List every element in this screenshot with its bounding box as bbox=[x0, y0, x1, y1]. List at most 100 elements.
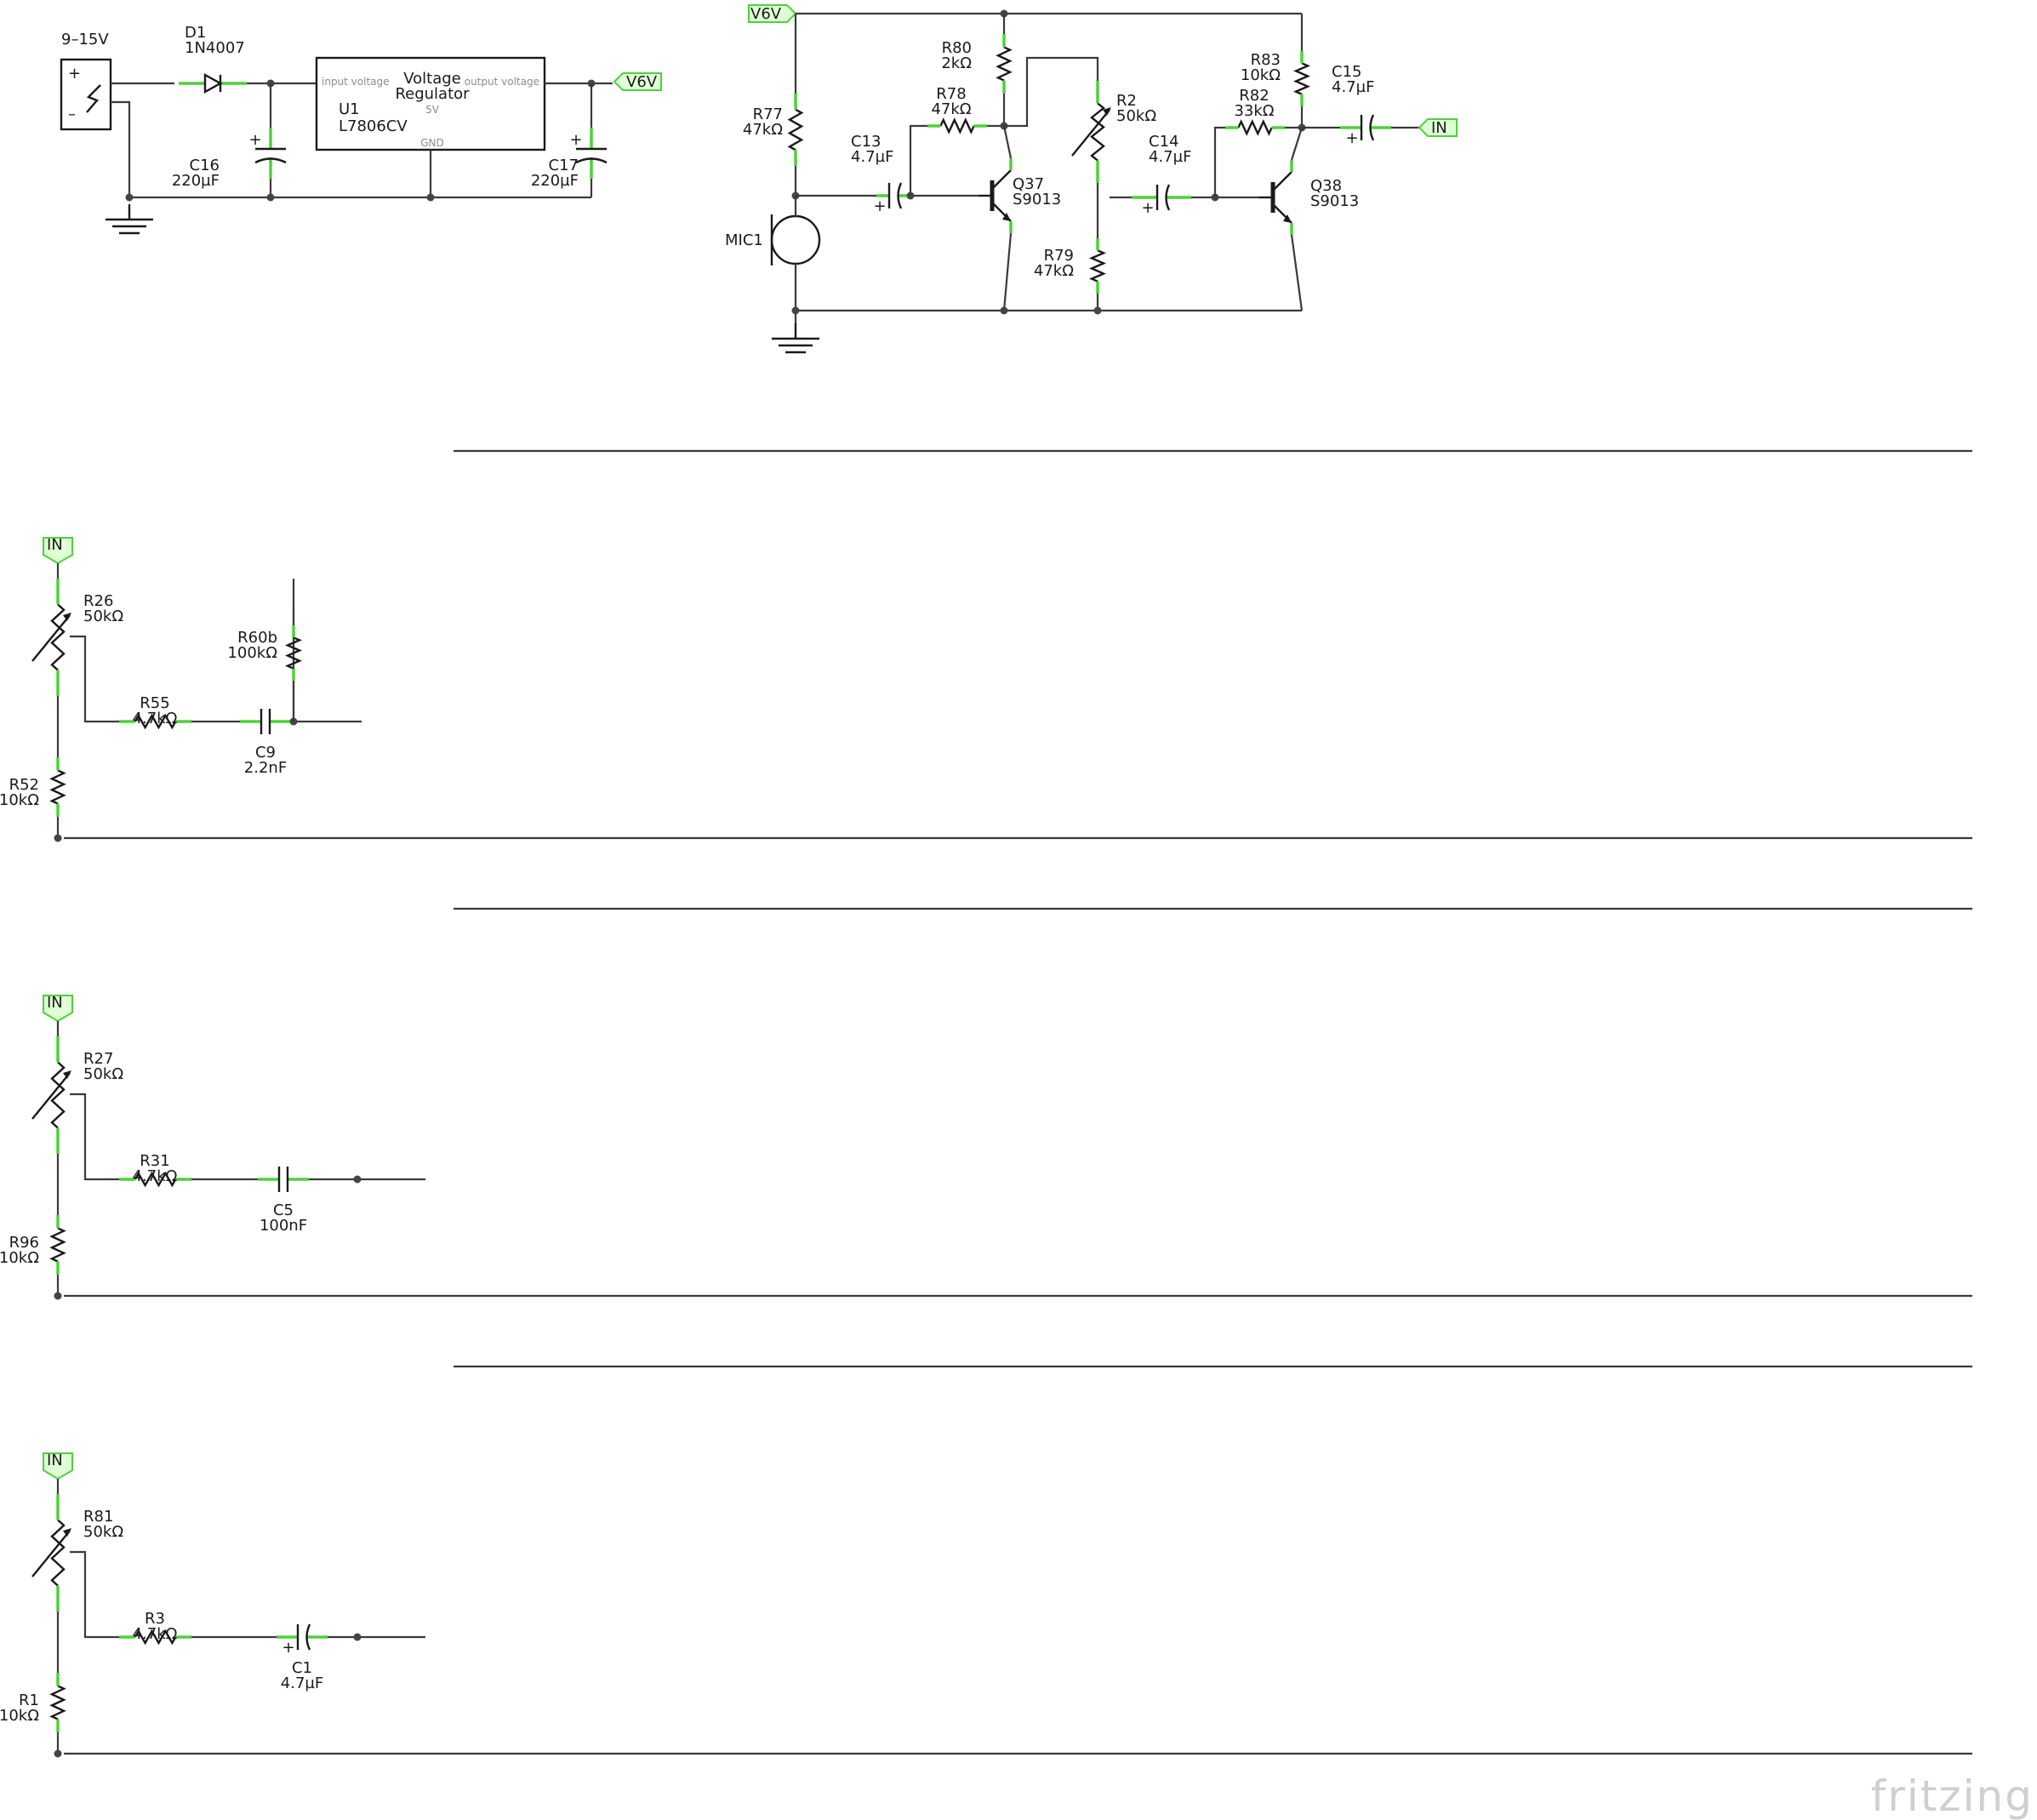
capacitor-plate-curved bbox=[254, 157, 287, 164]
microphone-preamp-section: V6VR7747kΩ+C134.7µFMIC1R802kΩR7847kΩQ37S… bbox=[725, 4, 1458, 354]
c17-value: 220µF bbox=[531, 172, 579, 190]
capacitor-plate-curved bbox=[305, 1623, 311, 1651]
r83-designator: R83 bbox=[1251, 51, 1281, 69]
row-rseries-value: 4.7kΩ bbox=[133, 710, 178, 727]
wire bbox=[1004, 56, 1099, 128]
row-cin-designator: C5 bbox=[273, 1201, 294, 1219]
r79-designator: R79 bbox=[1044, 247, 1074, 265]
input-voltage-label: 9–15V bbox=[61, 31, 109, 48]
u1-text-3: 5V bbox=[425, 104, 440, 116]
pot-wiper-arrow-head bbox=[63, 1528, 71, 1537]
transistor-arrow bbox=[1283, 214, 1292, 223]
row-rfeedback2-value: 100kΩ bbox=[227, 644, 277, 662]
preamp-out-net-text: IN bbox=[1431, 119, 1447, 137]
c16-value: 220µF bbox=[172, 172, 220, 190]
r77-value: 47kΩ bbox=[743, 121, 783, 139]
pot-wiper-arrow-head bbox=[63, 1070, 71, 1079]
row-input-net-text: IN bbox=[47, 536, 63, 554]
c15-designator: C15 bbox=[1332, 63, 1361, 81]
u1-pin-gnd: GND bbox=[420, 137, 444, 149]
row-cin-designator: C1 bbox=[292, 1659, 312, 1677]
row-rseries-designator: R3 bbox=[145, 1610, 165, 1628]
transistor-collector bbox=[991, 169, 1012, 190]
resistor-zigzag bbox=[996, 46, 1013, 82]
q37-designator: Q37 bbox=[1013, 175, 1044, 193]
row-rbottom-value: 10kΩ bbox=[0, 791, 39, 809]
row-rbottom-designator: R52 bbox=[9, 776, 39, 794]
row-rbottom-value: 10kΩ bbox=[0, 1707, 39, 1725]
resistor-zigzag bbox=[787, 108, 804, 151]
q37-value: S9013 bbox=[1013, 191, 1061, 208]
transistor-collector bbox=[1272, 171, 1292, 191]
d1-value: 1N4007 bbox=[185, 39, 245, 57]
row-pot-value: 50kΩ bbox=[83, 608, 123, 625]
resistor-zigzag bbox=[49, 1227, 66, 1263]
d1-designator: D1 bbox=[185, 24, 206, 42]
v6v-in-net-flag bbox=[748, 4, 797, 23]
polarity-mark: + bbox=[248, 131, 261, 149]
junction-dot bbox=[54, 1749, 62, 1758]
junction-dot bbox=[1000, 306, 1008, 315]
capacitor-plate-curved bbox=[897, 182, 903, 209]
row-rseries-designator: R31 bbox=[140, 1152, 169, 1170]
row-input-net-flag bbox=[43, 537, 73, 565]
row-pot-designator: R27 bbox=[83, 1050, 113, 1068]
c13-designator: C13 bbox=[851, 133, 881, 151]
junction-dot bbox=[426, 193, 435, 202]
preamp-out-net-flag bbox=[1418, 118, 1458, 137]
u1-value: L7806CV bbox=[339, 117, 408, 135]
junction-dot bbox=[54, 834, 62, 842]
row-pot-designator: R26 bbox=[83, 592, 113, 610]
junction-dot bbox=[266, 193, 275, 202]
row-pot-value: 50kΩ bbox=[83, 1523, 123, 1541]
row-cin-value: 100nF bbox=[260, 1217, 307, 1235]
r79-value: 47kΩ bbox=[1034, 262, 1074, 280]
junction-dot bbox=[1093, 306, 1102, 315]
resistor-zigzag bbox=[939, 117, 975, 134]
wire bbox=[1002, 125, 1013, 159]
u1-text-2: Regulator bbox=[395, 85, 470, 103]
resistor-zigzag bbox=[134, 1171, 177, 1188]
transistor-arrow bbox=[1002, 213, 1011, 221]
diode-triangle bbox=[203, 72, 223, 94]
wire bbox=[111, 100, 131, 197]
jack-switch-icon bbox=[86, 84, 101, 113]
resistor-zigzag bbox=[49, 1685, 66, 1720]
junction-dot bbox=[54, 1292, 62, 1300]
v6v-net-flag bbox=[613, 72, 662, 91]
r78-designator: R78 bbox=[936, 85, 966, 103]
resistor-zigzag bbox=[134, 713, 177, 730]
wire bbox=[909, 124, 927, 196]
u1-designator: U1 bbox=[339, 100, 360, 118]
wire bbox=[1002, 232, 1013, 311]
resistor-zigzag bbox=[134, 1629, 177, 1646]
wire bbox=[1290, 234, 1304, 311]
row-cin-value: 4.7µF bbox=[281, 1675, 323, 1692]
row-input-net-text: IN bbox=[47, 994, 63, 1012]
row-cin-value: 2.2nF bbox=[244, 759, 287, 777]
pot-wiper-arrow bbox=[1071, 109, 1110, 157]
r82-value: 33kΩ bbox=[1234, 102, 1274, 120]
c13-value: 4.7µF bbox=[851, 148, 893, 166]
c16-designator: C16 bbox=[190, 157, 220, 174]
c15-value: 4.7µF bbox=[1332, 78, 1374, 96]
q38-designator: Q38 bbox=[1310, 177, 1342, 195]
pot-wiper-arrow-head bbox=[1103, 107, 1111, 116]
row-rseries-value: 4.7kΩ bbox=[133, 1625, 178, 1643]
v6v-net-text: V6V bbox=[626, 73, 658, 91]
u1-text-1: Voltage bbox=[403, 70, 461, 88]
r77-designator: R77 bbox=[753, 106, 783, 123]
row-rbottom-value: 10kΩ bbox=[0, 1249, 39, 1267]
resistor-zigzag bbox=[50, 1519, 66, 1587]
u1-pin-input: input voltage bbox=[322, 76, 390, 88]
row-rfeedback2-designator: R60b bbox=[237, 629, 277, 647]
v6v-in-net-text: V6V bbox=[750, 5, 782, 23]
fritzing-logo: fritzing bbox=[1871, 1772, 2034, 1820]
pot-wiper-arrow bbox=[31, 1530, 71, 1578]
resistor-zigzag bbox=[1090, 102, 1105, 162]
